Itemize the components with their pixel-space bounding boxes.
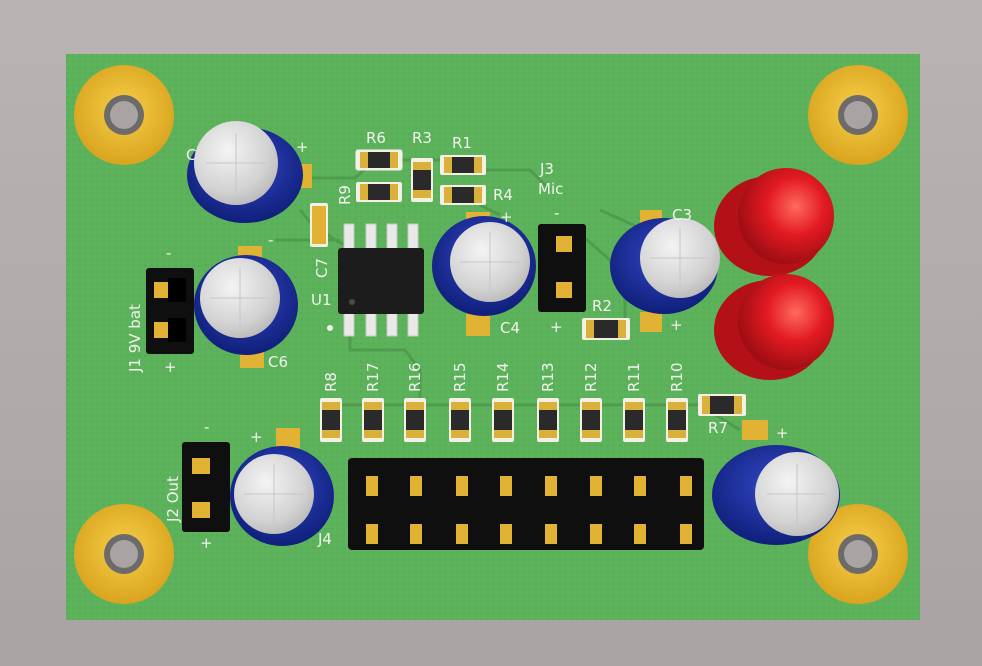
label-r3: R3	[412, 129, 432, 147]
resistor-r17	[362, 398, 384, 442]
mounting-hole-bottom-right	[808, 504, 908, 604]
label-top-cap-plus: +	[296, 138, 309, 156]
resistor-r8	[320, 398, 342, 442]
capacitor-c8	[712, 445, 840, 545]
label-j1: J1 9V bat	[126, 304, 144, 373]
resistor-r6	[355, 149, 403, 171]
mounting-hole-top-left	[74, 65, 174, 165]
resistor-r11	[623, 398, 645, 442]
label-r11: R11	[625, 362, 643, 392]
label-r4: R4	[493, 186, 513, 204]
label-j1-minus: -	[166, 244, 171, 262]
connector-j2	[182, 442, 230, 532]
label-c6: C6	[268, 353, 288, 371]
label-j2: J2 Out	[164, 476, 182, 523]
resistor-r9	[356, 182, 402, 202]
resistor-r13	[537, 398, 559, 442]
label-r16: R16	[406, 362, 424, 392]
label-top-cap-partial: C	[186, 146, 196, 164]
label-mic: Mic	[538, 180, 563, 198]
resistor-row	[320, 398, 688, 442]
label-c5-plus: +	[250, 428, 263, 446]
label-j2-minus: -	[204, 418, 209, 436]
resistor-r16	[404, 398, 426, 442]
label-r15: R15	[451, 362, 469, 392]
resistor-r2	[582, 318, 630, 340]
resistor-r3	[411, 158, 433, 202]
label-j4: J4	[317, 530, 332, 548]
ic-u1	[327, 223, 424, 337]
label-j3: J3	[539, 160, 554, 178]
label-r14: R14	[494, 362, 512, 392]
capacitor-c4	[432, 216, 536, 316]
label-r7: R7	[708, 419, 728, 437]
connector-j1	[146, 268, 194, 354]
label-r17: R17	[364, 362, 382, 392]
label-r12: R12	[582, 362, 600, 392]
resistor-r12	[580, 398, 602, 442]
label-c7: C7	[313, 258, 331, 278]
capacitor-top-left	[187, 121, 303, 223]
resistor-r14	[492, 398, 514, 442]
mounting-hole-bottom-left	[74, 504, 174, 604]
label-j1-plus: +	[164, 358, 177, 376]
resistor-r10	[666, 398, 688, 442]
connector-j4	[348, 458, 704, 550]
label-j3-minus: -	[554, 204, 559, 222]
label-c8-plus: +	[776, 424, 789, 442]
silkscreen-labels: R6 R3 R1 R9 R4 J3 Mic - + + C7 U1 C4 C3 …	[126, 129, 789, 552]
resistor-r4	[440, 185, 486, 205]
label-r8: R8	[322, 372, 340, 392]
capacitor-c3	[610, 218, 720, 314]
label-r13: R13	[539, 362, 557, 392]
resistor-r15	[449, 398, 471, 442]
label-r9: R9	[336, 185, 354, 205]
label-r2: R2	[592, 297, 612, 315]
label-r10: R10	[668, 362, 686, 392]
led-bottom	[714, 274, 834, 380]
label-r6: R6	[366, 129, 386, 147]
label-j2-plus: +	[200, 534, 213, 552]
led-top	[714, 168, 834, 276]
connector-j3	[538, 224, 586, 312]
label-c6-minus: -	[268, 231, 273, 249]
resistor-r1	[440, 155, 486, 175]
mounting-hole-top-right	[808, 65, 908, 165]
label-c3-plus: +	[670, 316, 683, 334]
capacitor-c6	[194, 255, 298, 355]
capacitor-c5	[230, 446, 334, 546]
label-r1: R1	[452, 134, 472, 152]
capacitor-c7-smd	[310, 203, 328, 247]
label-u1: U1	[311, 291, 332, 309]
resistor-r7	[698, 394, 746, 416]
label-c4: C4	[500, 319, 520, 337]
label-j3-plus: +	[550, 318, 563, 336]
label-c4-plus: +	[500, 208, 513, 226]
label-c3: C3	[672, 206, 692, 224]
